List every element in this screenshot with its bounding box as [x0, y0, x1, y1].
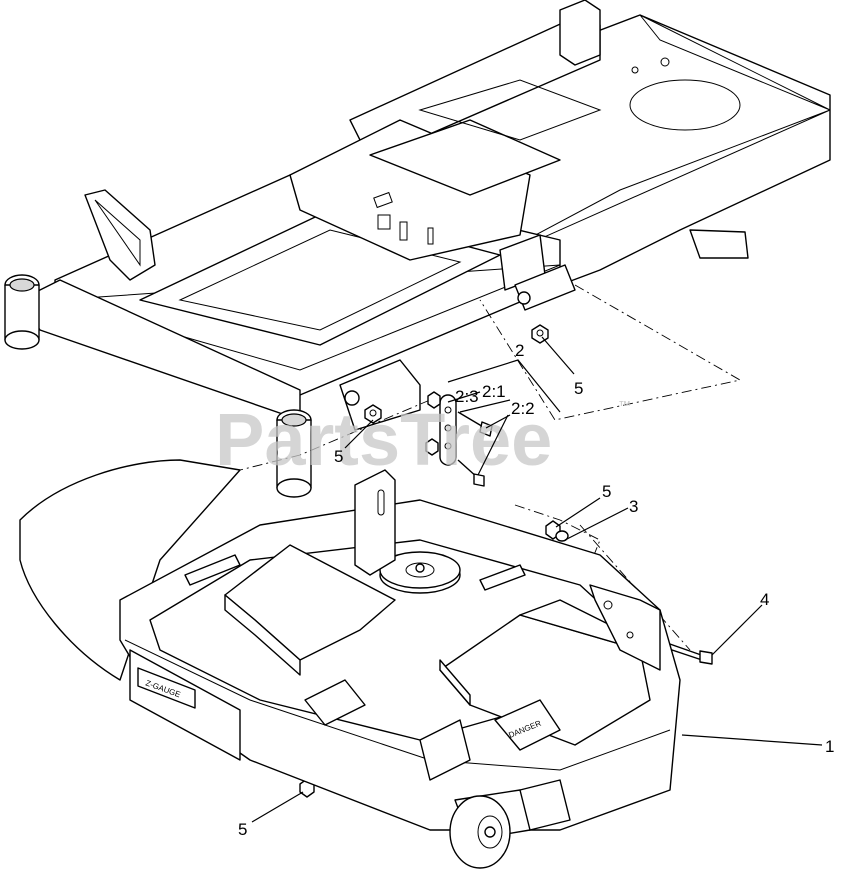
callout-5-bottom: 5 — [238, 820, 247, 839]
mower-frame — [4, 0, 831, 498]
callouts: 1 2 2:3 2:1 2:2 3 4 5 5 5 5 — [238, 341, 834, 839]
callout-2-2: 2:2 — [511, 399, 535, 418]
callout-2: 2 — [515, 341, 524, 360]
watermark-text: PartsTree — [215, 398, 552, 481]
callout-5-top-right: 5 — [574, 379, 583, 398]
callout-4: 4 — [760, 590, 769, 609]
hardware — [299, 324, 713, 798]
leader-lines — [251, 336, 823, 823]
callout-5-middle: 5 — [602, 482, 611, 501]
callout-2-1: 2:1 — [482, 382, 506, 401]
callout-5-top-left: 5 — [334, 447, 343, 466]
mower-deck: Z-GAUGE DANGER — [19, 459, 681, 869]
callout-3: 3 — [629, 497, 638, 516]
watermark: PartsTree ™ — [215, 398, 631, 481]
callout-2-3: 2:3 — [455, 387, 479, 406]
callout-1: 1 — [825, 737, 834, 756]
watermark-tm: ™ — [618, 398, 631, 413]
